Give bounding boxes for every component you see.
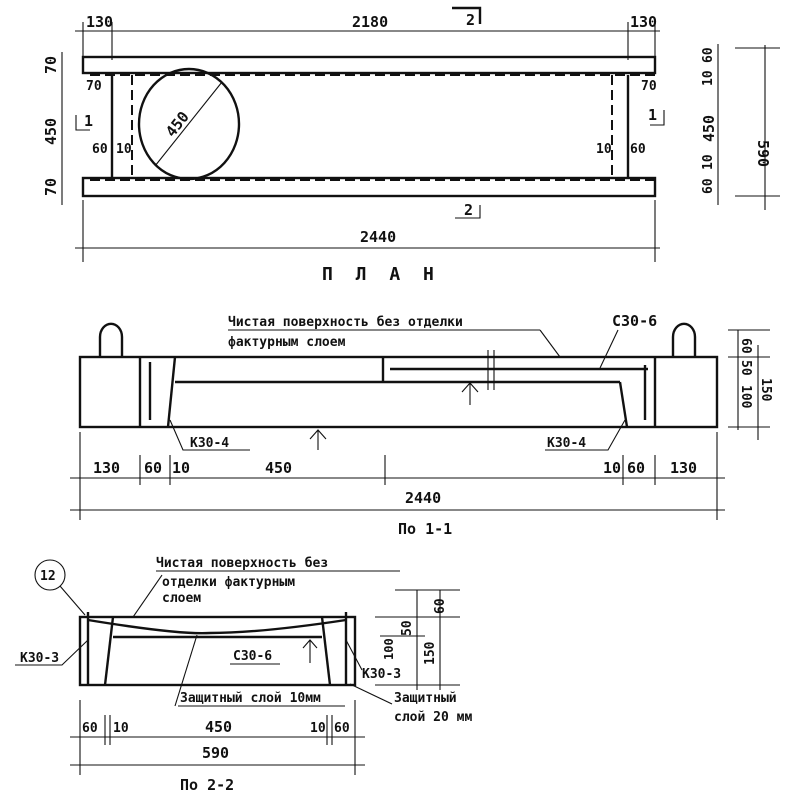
surface-note-line2: фактурным слоем xyxy=(228,335,346,350)
dim-right-60: 60 xyxy=(738,338,753,354)
dim-right-150: 150 xyxy=(423,641,438,665)
dim-bottom-450: 450 xyxy=(265,459,292,477)
frame-k30-3-right: К30-3 xyxy=(362,667,401,682)
dim-right-60-bottom: 60 xyxy=(701,178,716,194)
section-2-2: 12 Чистая поверхность без отделки фактур… xyxy=(15,556,472,794)
frame-k30-4-left: К30-4 xyxy=(190,436,229,451)
arrow-up-bottom xyxy=(309,429,327,450)
dim-130-left: 130 xyxy=(86,13,113,31)
cover-10mm-note: Защитный слой 10мм xyxy=(180,691,321,706)
dim-right-100: 100 xyxy=(382,638,396,660)
cover-20mm-note-line2: слой 20 мм xyxy=(394,710,472,725)
slab-outline xyxy=(78,355,719,429)
overall-height-590: 590 xyxy=(754,140,772,167)
dim-right-100: 100 xyxy=(738,385,753,409)
dim-bottom-10-right: 10 xyxy=(603,459,621,477)
dim-bottom-10-left: 10 xyxy=(172,459,190,477)
surface-note-line2: отделки фактурным xyxy=(162,575,295,590)
dim-right-50: 50 xyxy=(400,620,415,636)
callout-circle xyxy=(34,559,66,591)
dim-bottom-130-right: 130 xyxy=(670,459,697,477)
section-mark-2-bottom: 2 xyxy=(464,201,473,219)
section-2-2-title: По 2-2 xyxy=(180,776,234,794)
callout-12: 12 xyxy=(40,569,56,584)
round-hole xyxy=(137,67,241,181)
surface-note-line1: Чистая поверхность без xyxy=(156,556,328,571)
dim-bottom-10-right: 10 xyxy=(310,721,326,736)
dim-2440-section: 2440 xyxy=(405,489,441,507)
bottom-slab xyxy=(81,176,657,198)
frame-k30-4-right: К30-4 xyxy=(547,436,586,451)
lifting-loop-left xyxy=(98,322,124,357)
dim-bottom-130-left: 130 xyxy=(93,459,120,477)
dim-inner-right-10: 10 xyxy=(596,142,612,157)
dim-bottom-60-left: 60 xyxy=(82,721,98,736)
dim-right-10-bottom: 10 xyxy=(701,154,716,170)
lifting-loop-right xyxy=(671,322,697,357)
dim-left-70-bottom: 70 xyxy=(42,178,60,196)
dim-right-150: 150 xyxy=(758,378,773,402)
arrow-up-mid xyxy=(461,382,479,405)
rebar-mesh-curve xyxy=(87,618,347,635)
dim-2180: 2180 xyxy=(352,13,388,31)
dim-right-60-top: 60 xyxy=(701,47,716,63)
section-mark-1-right: 1 xyxy=(648,106,657,124)
mesh-c30-6-label: С30-6 xyxy=(612,312,657,330)
section-mark-1-left: 1 xyxy=(84,112,93,130)
dim-bottom-10-left: 10 xyxy=(113,721,129,736)
dim-bottom-450: 450 xyxy=(205,718,232,736)
dim-left-70-top: 70 xyxy=(42,56,60,74)
plan-title: П Л А Н xyxy=(322,264,440,285)
dim-bottom-60-left: 60 xyxy=(144,459,162,477)
dim-inner-left-10: 10 xyxy=(116,142,132,157)
surface-note-line3: слоем xyxy=(162,591,201,606)
section-1-1: Чистая поверхность без отделки фактурным… xyxy=(70,312,773,538)
frame-k30-3-left: К30-3 xyxy=(20,651,59,666)
dim-inner-right-70: 70 xyxy=(641,79,657,94)
section-mark-2-top xyxy=(452,6,482,24)
dim-2440-plan: 2440 xyxy=(360,228,396,246)
cover-20mm-note-line1: Защитный xyxy=(394,691,457,706)
dim-right-450: 450 xyxy=(700,115,718,142)
dim-bottom-60-right: 60 xyxy=(627,459,645,477)
section-1-1-title: По 1-1 xyxy=(398,520,452,538)
plan-view: 130 2180 130 2 450 70 450 70 1 70 60 10 … xyxy=(42,6,780,285)
surface-note-line1: Чистая поверхность без отделки xyxy=(228,315,463,330)
dim-left-450: 450 xyxy=(42,118,60,145)
section-mark-2-top-label: 2 xyxy=(466,11,475,29)
mesh-c30-6-label: С30-6 xyxy=(233,649,272,664)
dim-130-right: 130 xyxy=(630,13,657,31)
hole-diameter: 450 xyxy=(162,108,193,140)
dim-inner-left-70: 70 xyxy=(86,79,102,94)
dim-inner-left-60: 60 xyxy=(92,142,108,157)
top-slab xyxy=(81,55,657,75)
dim-inner-right-60: 60 xyxy=(630,142,646,157)
dim-bottom-60-right: 60 xyxy=(334,721,350,736)
dim-right-50: 50 xyxy=(738,360,753,376)
cross-section-outline xyxy=(78,615,357,687)
dim-right-10-top: 10 xyxy=(701,70,716,86)
dim-590: 590 xyxy=(202,744,229,762)
dim-right-60: 60 xyxy=(433,598,448,614)
